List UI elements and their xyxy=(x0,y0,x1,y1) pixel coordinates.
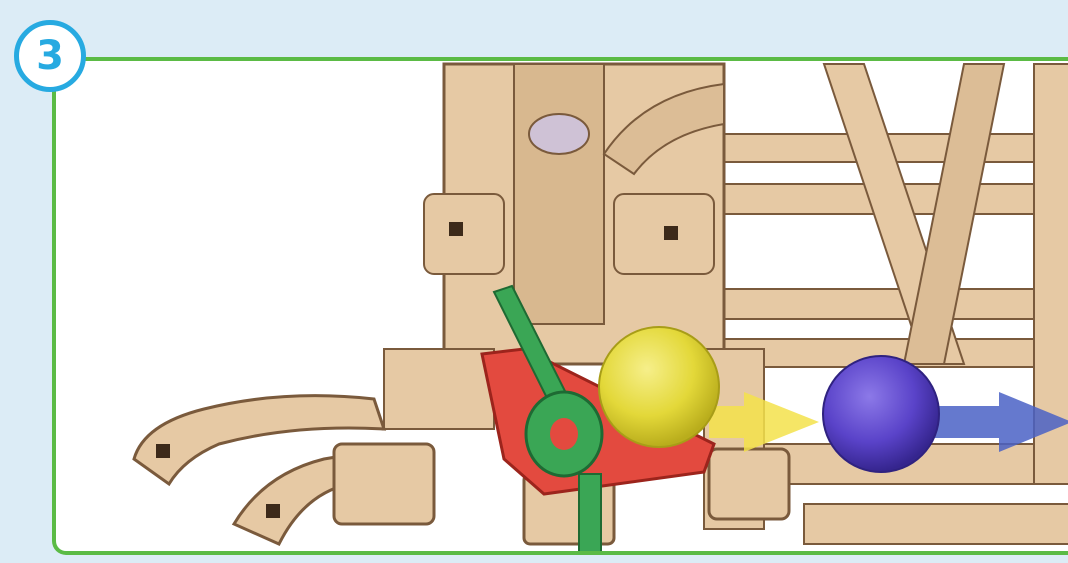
mechanism-illustration xyxy=(56,61,1068,555)
step-number-badge: 3 xyxy=(14,20,86,92)
yellow-ball-icon xyxy=(599,327,719,447)
illustration-panel xyxy=(52,57,1068,555)
step-number: 3 xyxy=(36,33,64,79)
purple-ball-icon xyxy=(823,356,939,472)
